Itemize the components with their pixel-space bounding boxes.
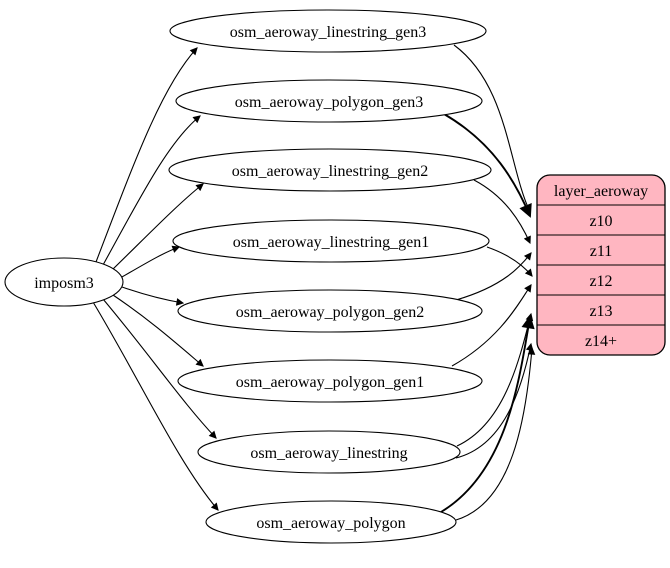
node-polygon-label: osm_aeroway_polygon (256, 515, 405, 532)
edge-imposm3-to-linestring-gen2 (111, 183, 204, 271)
node-polygon-gen1-shape (177, 359, 483, 403)
node-linestring-label: osm_aeroway_linestring (250, 445, 407, 462)
node-imposm3: imposm3 (4, 257, 124, 307)
layer-row-z13: z13 (589, 303, 612, 320)
edge-linestring-to-z14 (455, 342, 534, 459)
node-linestring-gen3-label: osm_aeroway_linestring_gen3 (230, 24, 426, 41)
node-polygon-gen1-label: osm_aeroway_polygon_gen1 (236, 374, 424, 391)
edge-imposm3-to-polygon-gen1 (112, 294, 204, 367)
node-imposm3-shape (4, 257, 124, 307)
edge-polygon-to-z13 (440, 315, 535, 513)
node-layer-aeroway: layer_aeroway z10 z11 z12 z13 z14+ (536, 174, 666, 356)
edge-linestring-to-z13 (456, 312, 534, 447)
edge-imposm3-to-polygon-gen2 (121, 286, 185, 306)
node-imposm3-label: imposm3 (34, 275, 94, 292)
node-osm-aeroway-linestring-gen2: osm_aeroway_linestring_gen2 (168, 148, 492, 192)
layer-row-z11: z11 (590, 243, 613, 260)
node-linestring-gen2-shape (168, 148, 492, 192)
edge-imposm3-to-linestring-gen1 (121, 245, 181, 278)
node-polygon-gen2-shape (177, 289, 483, 333)
layer-row-z14: z14+ (585, 333, 617, 350)
node-linestring-gen2-label: osm_aeroway_linestring_gen2 (232, 163, 428, 180)
node-linestring-shape (197, 430, 461, 474)
node-polygon-gen2-label: osm_aeroway_polygon_gen2 (236, 304, 424, 321)
edge-imposm3-to-linestring (102, 298, 217, 439)
node-osm-aeroway-linestring: osm_aeroway_linestring (197, 430, 461, 474)
node-polygon-shape (205, 500, 457, 544)
edge-linestring-gen1-to-z12 (486, 246, 533, 277)
edge-linestring-gen2-to-z11 (473, 179, 531, 245)
node-linestring-gen3-shape (169, 9, 487, 53)
layer-aeroway-title: layer_aeroway (554, 183, 648, 200)
node-polygon-gen3-shape (175, 79, 483, 123)
edge-polygon-gen1-to-z12 (451, 284, 532, 367)
layer-row-z10: z10 (589, 213, 612, 230)
node-osm-aeroway-polygon-gen1: osm_aeroway_polygon_gen1 (177, 359, 483, 403)
node-osm-aeroway-linestring-gen3: osm_aeroway_linestring_gen3 (169, 9, 487, 53)
node-polygon-gen3-label: osm_aeroway_polygon_gen3 (235, 94, 423, 111)
layer-row-z12: z12 (589, 273, 612, 290)
edge-polygon-to-z14 (455, 346, 536, 521)
node-osm-aeroway-linestring-gen1: osm_aeroway_linestring_gen1 (172, 219, 490, 263)
edge-imposm3-to-polygon (92, 301, 219, 511)
node-linestring-gen1-shape (172, 219, 490, 263)
node-osm-aeroway-polygon-gen2: osm_aeroway_polygon_gen2 (177, 289, 483, 333)
edge-imposm3-to-polygon-gen3 (102, 115, 201, 266)
node-linestring-gen1-label: osm_aeroway_linestring_gen1 (233, 234, 429, 251)
edge-imposm3-to-linestring-gen3 (95, 47, 198, 263)
edge-linestring-gen3-to-z10 (453, 44, 531, 214)
edges-tables-to-layer (440, 44, 536, 521)
edge-polygon-gen3-to-z10 (443, 113, 532, 218)
edge-polygon-gen2-to-z11 (455, 252, 532, 301)
node-osm-aeroway-polygon-gen3: osm_aeroway_polygon_gen3 (175, 79, 483, 123)
node-osm-aeroway-polygon: osm_aeroway_polygon (205, 500, 457, 544)
edges-imposm3-to-tables (92, 47, 219, 511)
